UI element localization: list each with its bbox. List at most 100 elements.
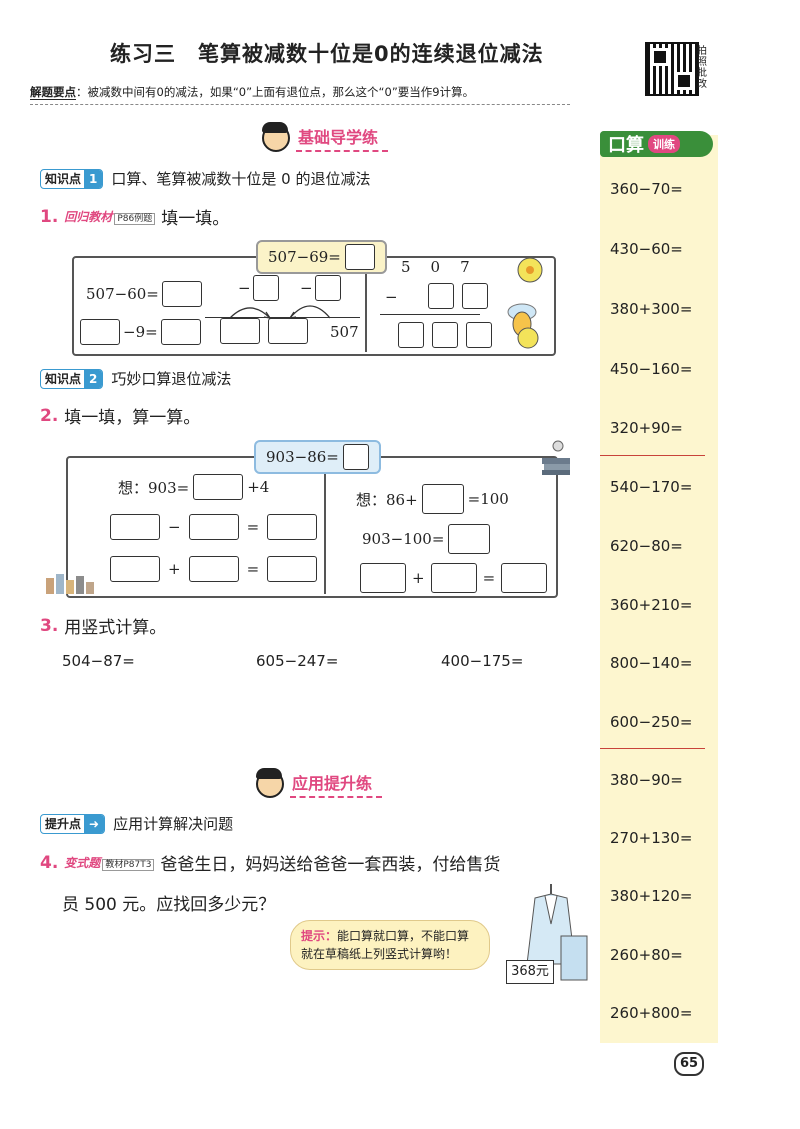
oral-item: 620−80= [610, 537, 683, 555]
q1-arc-arrows [229, 305, 331, 319]
divider [600, 455, 705, 456]
question-text: 填一填，算一算。 [64, 408, 201, 428]
q3-problem-2: 605−247= [256, 652, 339, 670]
answer-box[interactable] [188, 556, 239, 582]
suit-illustration-icon [526, 884, 588, 981]
q1-pill-expr: 507−69= [268, 248, 341, 266]
answer-box[interactable] [220, 318, 260, 344]
question-text: 填一填。 [161, 209, 230, 229]
hint-line: 解题要点：被减数中间有0的减法，如果“0”上面有退位点，那么这个“0”要当作9计… [30, 84, 474, 100]
answer-box[interactable] [252, 275, 279, 301]
hint-label: 解题要点 [30, 85, 76, 100]
q1-left-eq1: 507−60= [86, 281, 202, 307]
answer-box[interactable] [268, 318, 308, 344]
oral-item: 380+120= [610, 887, 693, 905]
q2-left-row2: −= [110, 514, 318, 540]
answer-box[interactable] [466, 322, 492, 348]
answer-box[interactable] [188, 514, 239, 540]
answer-box[interactable] [80, 319, 120, 345]
q1-value-507: 507 [330, 323, 359, 341]
answer-box[interactable] [342, 444, 369, 470]
q1-split-b: − [300, 275, 341, 301]
question-badge: 变式题教材P87T3 [64, 854, 155, 871]
answer-box[interactable] [428, 283, 454, 309]
question-4: 4. 变式题教材P87T3 爸爸生日，妈妈送给爸爸一套西装，付给售货 [40, 850, 501, 876]
q2-right-903: 903−100= [362, 524, 491, 554]
question-text: 用竖式计算。 [64, 618, 167, 638]
answer-box[interactable] [160, 319, 201, 345]
question-number: 1. [40, 206, 59, 227]
kp-text: 口算、笔算被减数十位是 0 的退位减法 [111, 170, 371, 188]
q1-panel-divider [365, 256, 367, 352]
oral-item: 540−170= [610, 478, 693, 496]
kp-text: 应用计算解决问题 [113, 815, 234, 833]
tip-box: 提示：能口算就口算，不能口算 就在草稿纸上列竖式计算哟！ [290, 920, 490, 970]
oral-item: 360−70= [610, 180, 683, 198]
question-number: 2. [40, 405, 59, 426]
q2-right-think: 想：86+=100 [356, 484, 509, 514]
q1-vertical-subtrahend [428, 283, 488, 309]
q2-left-row3: += [110, 556, 318, 582]
answer-box[interactable] [448, 524, 491, 554]
price-tag: 368元 [506, 960, 554, 984]
q2-pill: 903−86= [254, 440, 381, 474]
oral-item: 270+130= [610, 829, 693, 847]
oral-item: 450−160= [610, 360, 693, 378]
books-shelf-illustration-icon [46, 574, 94, 594]
section-title: 基础导学练 [296, 124, 389, 152]
answer-box[interactable] [430, 563, 477, 593]
oral-practice-header: 口算训练 [600, 131, 713, 157]
q1-vertical-minus: − [385, 288, 398, 306]
q1-pill: 507−69= [256, 240, 387, 274]
answer-box[interactable] [344, 244, 375, 270]
qr-code-icon[interactable] [645, 42, 699, 96]
number-line [205, 317, 360, 318]
q2-pill-expr: 903−86= [266, 448, 339, 466]
question-4-line2: 员 500 元。应找回多少元？ [62, 895, 276, 915]
question-2: 2. 填一填，算一算。 [40, 403, 201, 429]
q2-panel-divider [324, 456, 326, 594]
answer-box[interactable] [360, 563, 406, 593]
answer-box[interactable] [501, 563, 548, 593]
answer-box[interactable] [110, 556, 160, 582]
hint-text: ：被减数中间有0的减法，如果“0”上面有退位点，那么这个“0”要当作9计算。 [76, 85, 475, 99]
oral-item: 260+80= [610, 946, 683, 964]
oral-item: 800−140= [610, 654, 693, 672]
oral-item: 430−60= [610, 240, 683, 258]
question-number: 3. [40, 615, 59, 636]
page-title: 练习三 笔算被减数十位是0的连续退位减法 [110, 42, 544, 66]
answer-box[interactable] [398, 322, 424, 348]
oral-item: 260+800= [610, 1004, 693, 1022]
oral-item: 380−90= [610, 771, 683, 789]
section-title: 应用提升练 [290, 770, 383, 798]
tip-label: 提示： [301, 929, 338, 943]
answer-box[interactable] [110, 514, 160, 540]
q1-left-eq2: −9= [80, 319, 201, 345]
answer-box[interactable] [267, 514, 318, 540]
section-heading-basic: 基础导学练 [262, 122, 389, 152]
improvement-point: 提升点➜ 应用计算解决问题 [40, 813, 233, 834]
books-illustration-icon [542, 440, 570, 475]
answer-box[interactable] [462, 283, 488, 309]
answer-box[interactable] [314, 275, 341, 301]
answer-box[interactable] [267, 556, 318, 582]
answer-box[interactable] [193, 474, 244, 500]
q2-left-think: 想：903=+4 [118, 474, 269, 500]
q3-problem-1: 504−87= [62, 652, 135, 670]
oral-item: 360+210= [610, 596, 693, 614]
bee-illustration-icon [507, 257, 543, 349]
question-3: 3. 用竖式计算。 [40, 613, 167, 639]
answer-box[interactable] [161, 281, 202, 307]
qr-label: 拍照批改 [697, 46, 707, 90]
question-text-line1: 爸爸生日，妈妈送给爸爸一套西装，付给售货 [160, 855, 501, 875]
answer-box[interactable] [421, 484, 464, 514]
answer-box[interactable] [432, 322, 458, 348]
page-number: 65 [674, 1052, 704, 1076]
divider [600, 748, 705, 749]
